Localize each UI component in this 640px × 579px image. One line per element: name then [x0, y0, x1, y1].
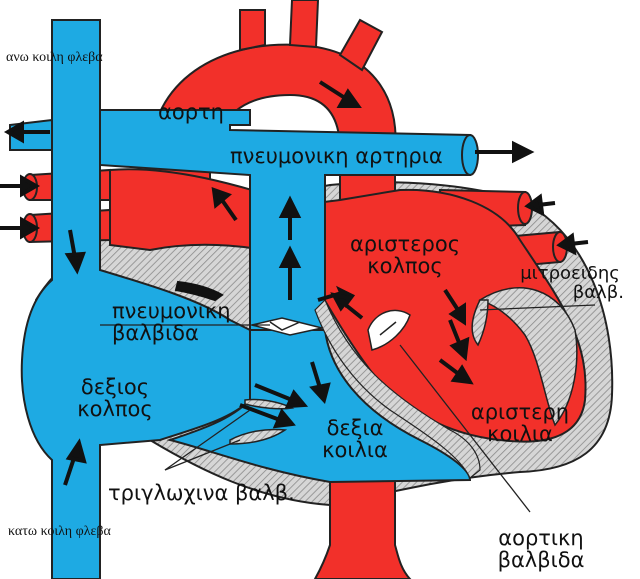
label-superior-vena-cava: ανω κοιλη φλεβα [6, 50, 103, 65]
label-left-ventricle-line2: κοιλια [487, 422, 553, 447]
label-right-ventricle-line1: δεξια [326, 416, 384, 440]
label-inferior-vena-cava: κατω κοιλη φλεβα [8, 524, 111, 539]
label-left-atrium-line2: κολπος [367, 254, 443, 279]
leader-lines [100, 304, 596, 513]
label-tricuspid-valve: τριγλωχινα βαλβ. [108, 481, 295, 505]
vena-cava-and-right-atrium [20, 19, 251, 579]
label-pulmonary-valve: πνευμονικη βαλβιδα [112, 300, 231, 344]
label-mitral-valve-line1: μιτροειδης [520, 263, 620, 284]
mitral-valve [471, 299, 489, 347]
label-pulmonary-valve-line2: βαλβιδα [112, 321, 199, 346]
label-left-ventricle: αριστερη κοιλια [450, 401, 590, 445]
label-right-ventricle-line2: κοιλια [322, 438, 388, 463]
label-aorta: αορτη [158, 100, 224, 124]
flow-arrows [0, 80, 589, 486]
label-left-atrium-line1: αριστερος [349, 232, 461, 256]
label-left-ventricle-line1: αριστερη [470, 400, 570, 424]
aorta [149, 0, 412, 579]
label-aortic-valve: αορτικη βαλβιδα [476, 527, 606, 571]
label-right-atrium-line2: κολπος [77, 397, 153, 422]
label-aortic-valve-line1: αορτικη [498, 526, 584, 550]
label-pulmonary-valve-line1: πνευμονικη [112, 299, 231, 323]
pulmonary-valve [251, 317, 323, 336]
label-left-atrium: αριστερος κολπος [340, 233, 470, 277]
label-pulmonary-artery: πνευμονικη αρτηρια [230, 144, 443, 168]
label-aortic-valve-line2: βαλβιδα [497, 548, 585, 573]
label-mitral-valve: μιτροειδης βαλβ. [510, 263, 630, 303]
aortic-valve [367, 309, 411, 351]
left-ventricle-inner-wall [478, 287, 578, 427]
label-right-ventricle: δεξια κοιλια [300, 417, 410, 461]
label-right-atrium-line1: δεξιος [80, 375, 150, 399]
label-right-atrium: δεξιος κολπος [60, 376, 170, 420]
label-mitral-valve-line2: βαλβ. [572, 281, 624, 303]
septum [314, 298, 481, 479]
tricuspid-valve [229, 398, 295, 445]
